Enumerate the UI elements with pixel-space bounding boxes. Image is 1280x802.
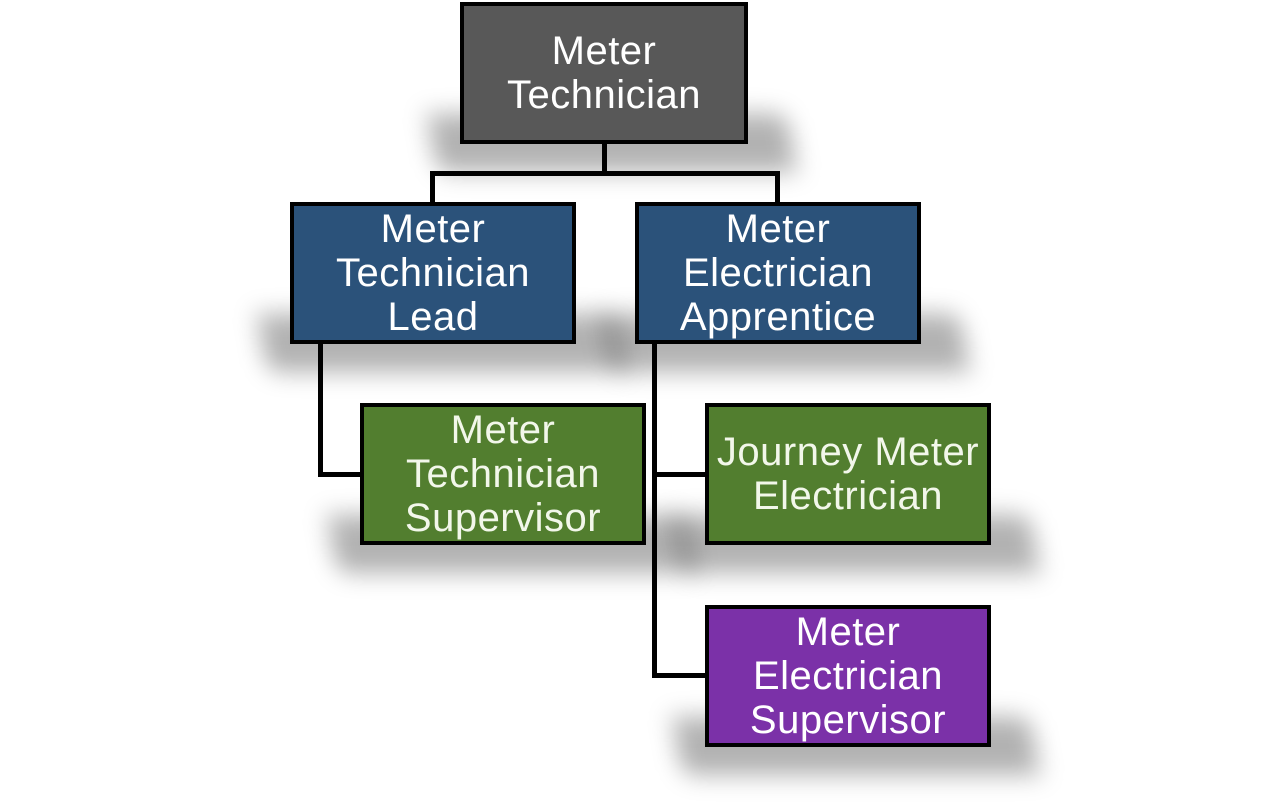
connector-drop-to-lead: [430, 171, 435, 204]
org-node-meter-electrician-apprentice: Meter Electrician Apprentice: [635, 202, 921, 344]
org-node-label-meter-technician-supervisor: Meter Technician Supervisor: [404, 408, 602, 540]
org-node-meter-electrician-supervisor: Meter Electrician Supervisor: [705, 605, 991, 747]
org-node-label-meter-electrician-supervisor: Meter Electrician Supervisor: [749, 610, 947, 742]
connector-apprentice-trunk-vertical: [652, 342, 657, 678]
org-node-meter-technician: Meter Technician: [460, 2, 748, 144]
connector-branch-to-elec-supervisor: [652, 673, 709, 678]
org-node-meter-technician-supervisor: Meter Technician Supervisor: [360, 403, 646, 545]
org-node-label-meter-electrician-apprentice: Meter Electrician Apprentice: [679, 207, 877, 339]
connector-root-horizontal: [430, 171, 780, 176]
connector-lead-elbow-vertical: [318, 342, 323, 477]
org-node-label-meter-technician-lead: Meter Technician Lead: [335, 207, 530, 339]
org-node-meter-technician-lead: Meter Technician Lead: [290, 202, 576, 344]
connector-branch-to-journey: [652, 472, 709, 477]
org-node-label-journey-meter-electrician: Journey Meter Electrician: [716, 430, 980, 518]
connector-root-stem: [602, 144, 607, 174]
org-node-journey-meter-electrician: Journey Meter Electrician: [705, 403, 991, 545]
connector-drop-to-apprentice: [775, 171, 780, 204]
connector-lead-elbow-horizontal: [318, 472, 364, 477]
org-node-label-meter-technician: Meter Technician: [506, 29, 701, 117]
